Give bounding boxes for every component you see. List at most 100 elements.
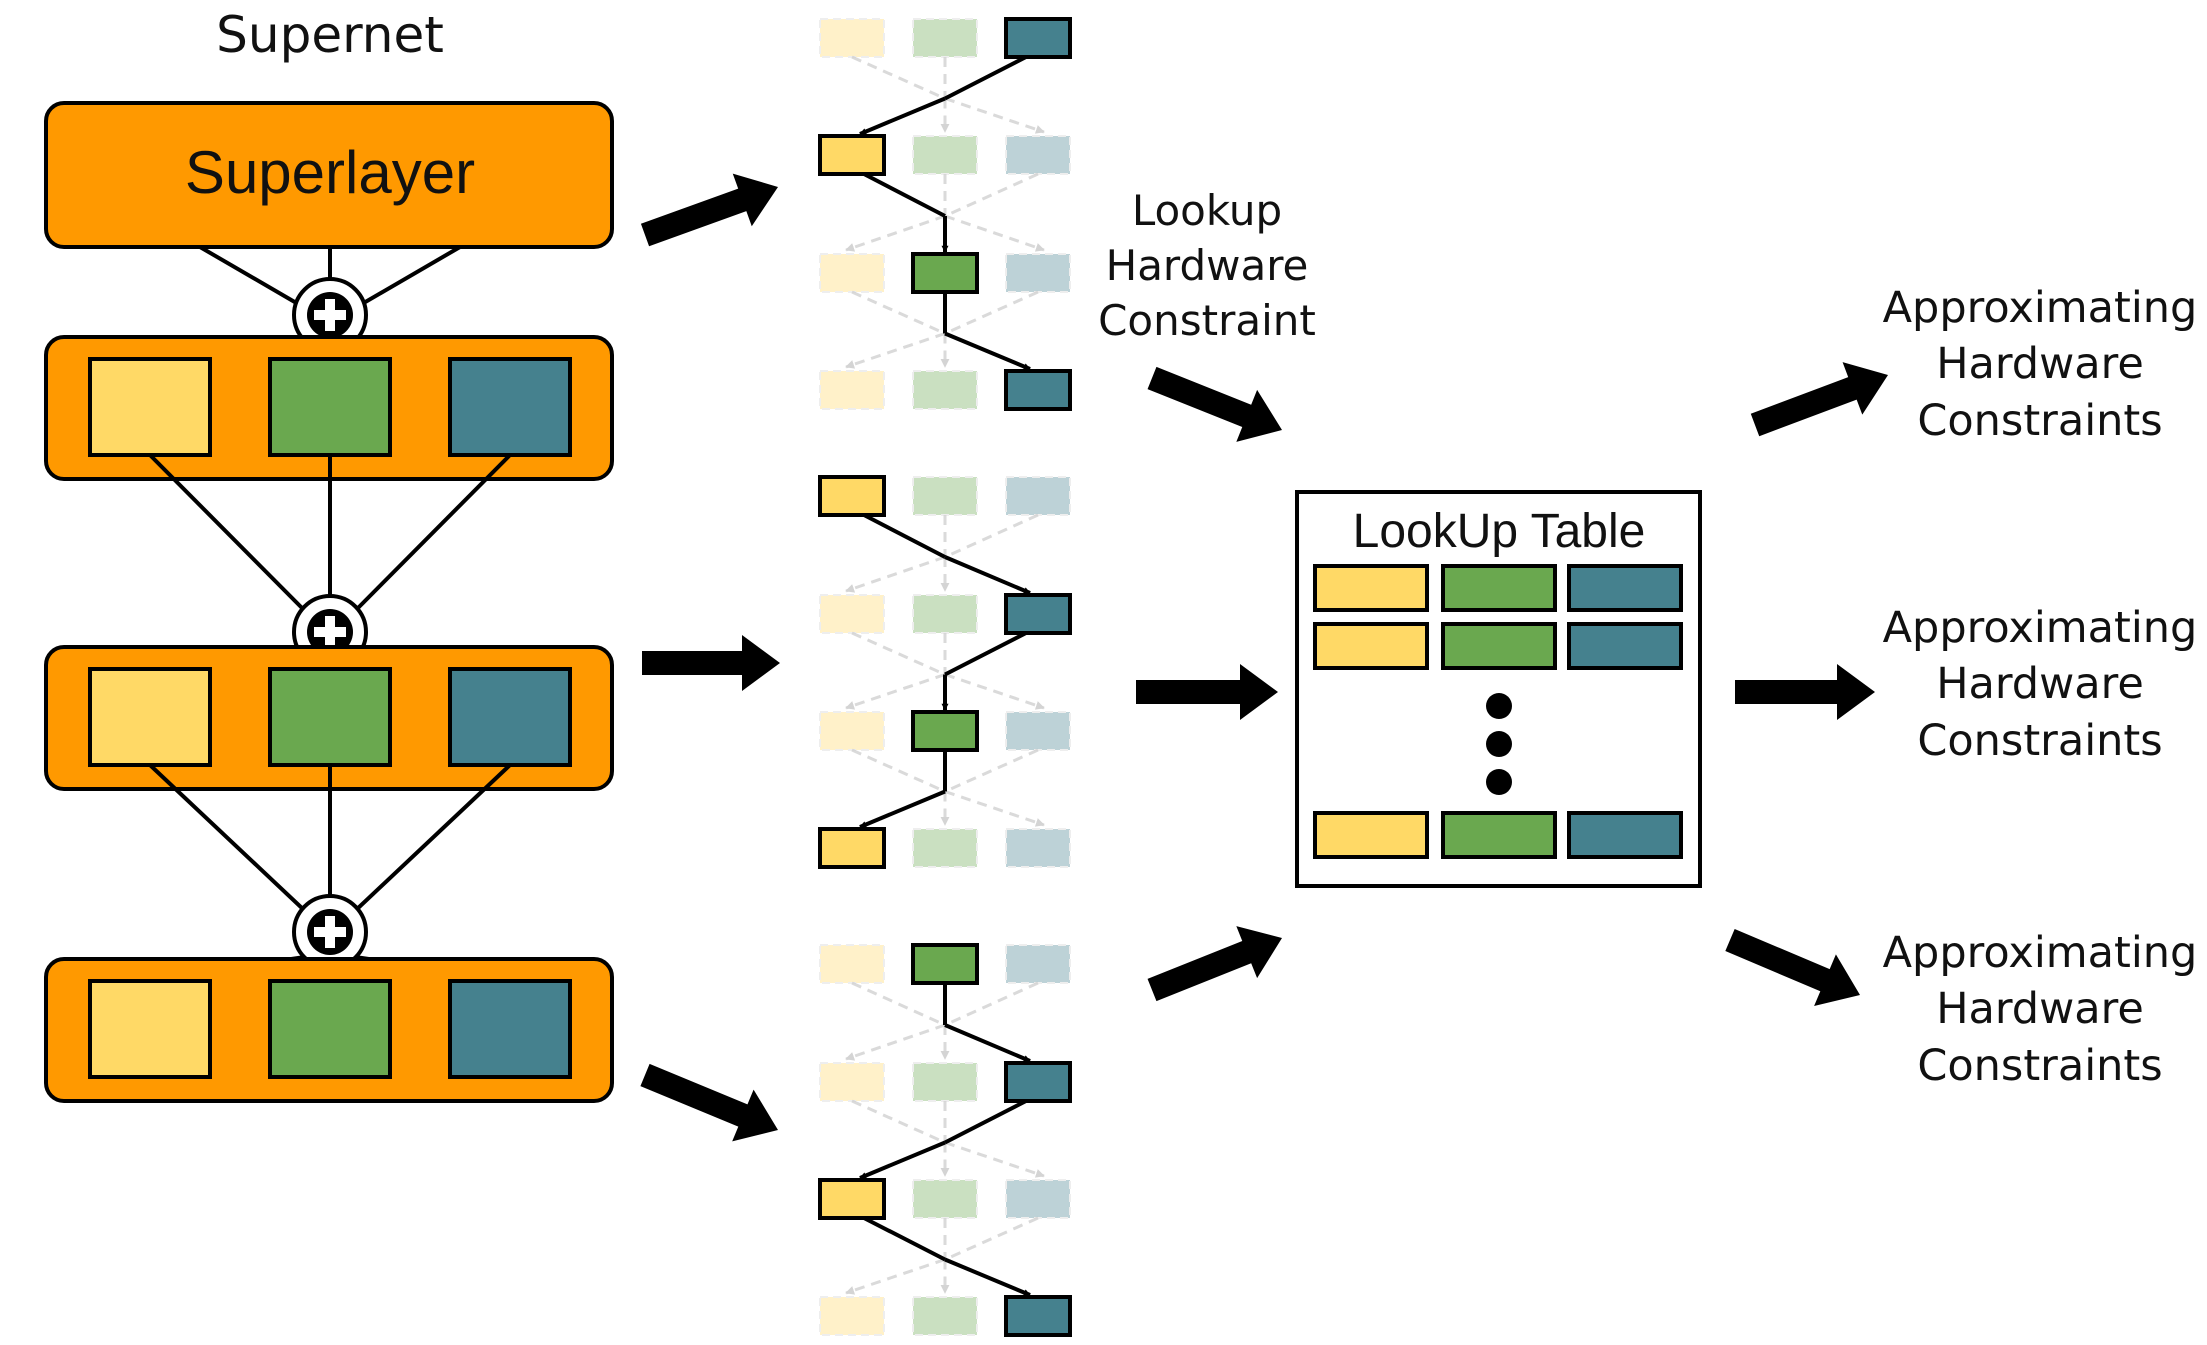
active-block-teal xyxy=(1004,17,1072,59)
lookup-cell-teal xyxy=(1567,811,1683,859)
inactive-block-green xyxy=(912,1062,978,1102)
lookup-caption-line-3: Constraint xyxy=(1098,296,1316,345)
inactive-block-green xyxy=(912,1296,978,1336)
active-block-teal xyxy=(1004,593,1072,635)
inactive-block-green xyxy=(912,370,978,410)
output-1-line-3: Constraints xyxy=(1917,396,2162,446)
arrow-lookup-to-output-1 xyxy=(1750,362,1888,437)
lookup-table-title: LookUp Table xyxy=(1353,505,1646,558)
active-block-yellow xyxy=(818,475,886,517)
arrow-supernet-to-path-2 xyxy=(642,635,780,691)
sum-node-1 xyxy=(292,277,368,353)
lookup-cell-yellow xyxy=(1313,622,1429,670)
fan-in-lines-1 xyxy=(148,453,512,612)
candidate-block-yellow xyxy=(88,979,212,1079)
output-2-line-2: Hardware xyxy=(1936,659,2144,709)
active-block-teal xyxy=(1004,1295,1072,1337)
inactive-block-yellow xyxy=(819,711,885,751)
sampled-path-1 xyxy=(818,17,1072,411)
choice-layer-3 xyxy=(44,957,614,1103)
choice-layer-2 xyxy=(44,645,614,791)
arrow-superlayer-to-path-1 xyxy=(640,173,779,247)
lookup-cell-teal xyxy=(1567,564,1683,612)
superlayer-label: Superlayer xyxy=(185,139,475,206)
active-block-yellow xyxy=(818,827,886,869)
inactive-block-green xyxy=(912,476,978,516)
candidate-block-green xyxy=(268,979,392,1079)
lookup-caption: Lookup Hardware Constraint xyxy=(1098,186,1316,345)
active-block-green xyxy=(911,943,979,985)
lookup-caption-line-2: Hardware xyxy=(1106,241,1309,290)
inactive-block-teal xyxy=(1005,253,1071,293)
candidate-block-teal xyxy=(448,357,572,457)
inactive-block-green xyxy=(912,1179,978,1219)
lookup-cell-green xyxy=(1441,811,1557,859)
arrow-lookup-to-output-3 xyxy=(1725,928,1861,1006)
plus-circle-icon xyxy=(307,909,353,955)
inactive-block-teal xyxy=(1005,828,1071,868)
inactive-block-teal xyxy=(1005,476,1071,516)
sampled-paths xyxy=(818,17,1072,1337)
inactive-block-yellow xyxy=(819,1296,885,1336)
inactive-edges xyxy=(845,513,1045,827)
fan-in-lines-2 xyxy=(148,763,512,912)
candidate-block-yellow xyxy=(88,667,212,767)
sampled-path-2 xyxy=(818,475,1072,869)
output-3-line-3: Constraints xyxy=(1917,1041,2162,1091)
output-3-line-1: Approximating xyxy=(1883,928,2198,978)
sampled-path-3 xyxy=(818,943,1072,1337)
plus-circle-icon xyxy=(307,609,353,655)
active-block-yellow xyxy=(818,1178,886,1220)
lookup-cell-green xyxy=(1441,622,1557,670)
choice-layer-1 xyxy=(44,335,614,481)
inactive-block-yellow xyxy=(819,18,885,58)
output-2-line-3: Constraints xyxy=(1917,716,2162,766)
lookup-cell-yellow xyxy=(1313,811,1429,859)
inactive-block-green xyxy=(912,135,978,175)
output-label-2: Approximating Hardware Constraints xyxy=(1883,603,2198,766)
arrow-path-1-to-lookup xyxy=(1147,366,1282,442)
lookup-row-3 xyxy=(1313,811,1683,859)
vertical-ellipsis-icon xyxy=(1486,693,1512,795)
lookup-row-2 xyxy=(1313,622,1683,670)
candidate-block-teal xyxy=(448,667,572,767)
active-edges xyxy=(859,983,1031,1297)
lookup-cell-yellow xyxy=(1313,564,1429,612)
supernet: Supernet Superlayer xyxy=(44,6,614,1103)
active-block-teal xyxy=(1004,1061,1072,1103)
candidate-block-green xyxy=(268,357,392,457)
active-block-green xyxy=(911,710,979,752)
active-block-yellow xyxy=(818,134,886,176)
supernet-title: Supernet xyxy=(216,6,444,64)
output-1-line-2: Hardware xyxy=(1936,339,2144,389)
lookup-cell-teal xyxy=(1567,622,1683,670)
sum-node-3 xyxy=(292,894,368,970)
inactive-block-green xyxy=(912,594,978,634)
output-3-line-2: Hardware xyxy=(1936,984,2144,1034)
inactive-block-yellow xyxy=(819,1062,885,1102)
lookup-table: LookUp Table xyxy=(1295,490,1702,888)
candidate-block-teal xyxy=(448,979,572,1079)
active-edges xyxy=(859,55,1031,371)
candidate-block-yellow xyxy=(88,357,212,457)
active-block-teal xyxy=(1004,369,1072,411)
inactive-block-teal xyxy=(1005,944,1071,984)
output-label-3: Approximating Hardware Constraints xyxy=(1883,928,2198,1091)
inactive-block-yellow xyxy=(819,253,885,293)
inactive-block-yellow xyxy=(819,370,885,410)
active-block-green xyxy=(911,252,979,294)
lookup-cell-green xyxy=(1441,564,1557,612)
flow-arrows xyxy=(640,173,1888,1142)
inactive-block-teal xyxy=(1005,135,1071,175)
candidate-block-green xyxy=(268,667,392,767)
output-label-1: Approximating Hardware Constraints xyxy=(1883,283,2198,446)
active-edges xyxy=(859,513,1031,829)
output-1-line-1: Approximating xyxy=(1883,283,2198,333)
inactive-block-green xyxy=(912,828,978,868)
inactive-block-green xyxy=(912,18,978,58)
lookup-row-1 xyxy=(1313,564,1683,612)
arrow-lookup-to-output-2 xyxy=(1735,664,1875,720)
plus-circle-icon xyxy=(307,292,353,338)
arrow-supernet-to-path-3 xyxy=(640,1063,779,1142)
